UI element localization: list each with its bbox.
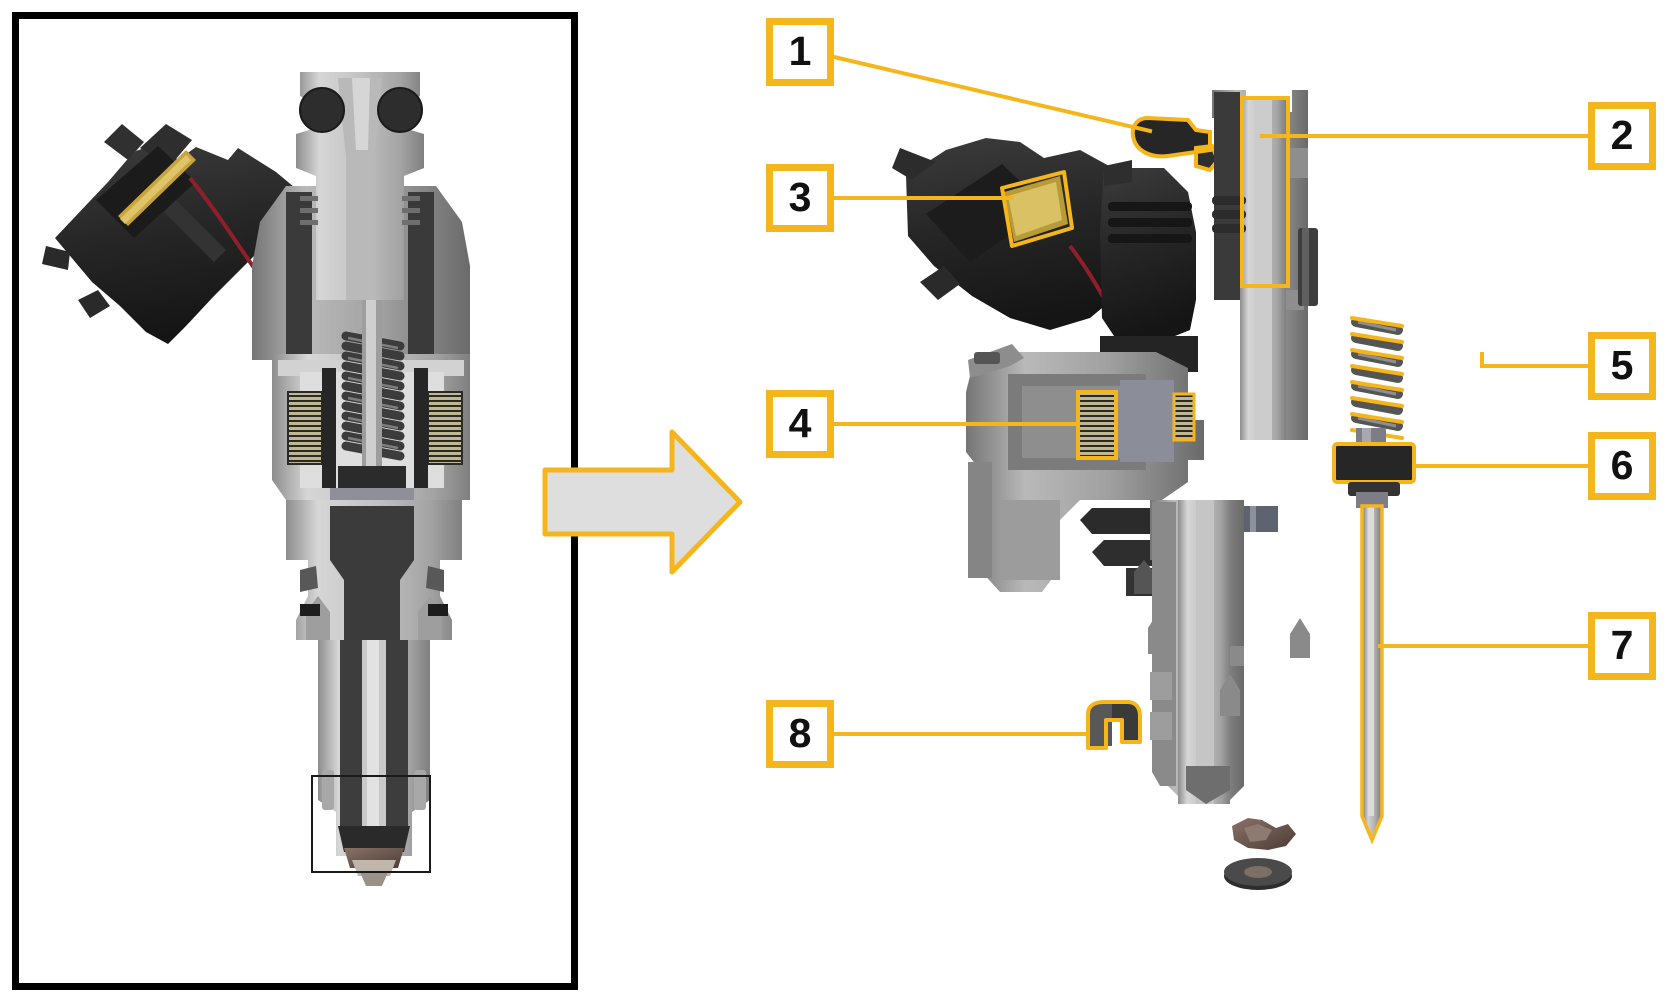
injector-housing-part bbox=[966, 344, 1204, 592]
armature-part bbox=[1332, 428, 1416, 508]
callout-box-2[interactable]: 2 bbox=[1588, 102, 1656, 170]
valve-body-part bbox=[1150, 500, 1244, 804]
exploded-artwork bbox=[892, 90, 1416, 890]
callout-number-8: 8 bbox=[788, 709, 812, 756]
callout-number-6: 6 bbox=[1610, 441, 1634, 488]
callout-box-1[interactable]: 1 bbox=[766, 18, 834, 86]
callout-number-3: 3 bbox=[788, 173, 812, 220]
callout-number-2: 2 bbox=[1610, 111, 1634, 158]
callout-box-3[interactable]: 3 bbox=[766, 164, 834, 232]
leader-line-5 bbox=[1480, 352, 1590, 368]
seat-parts bbox=[1224, 818, 1296, 890]
callout-box-4[interactable]: 4 bbox=[766, 390, 834, 458]
inlet-o-ring-part bbox=[1130, 115, 1221, 173]
guide-pins-part bbox=[1148, 612, 1310, 716]
collar-rings-part bbox=[1080, 506, 1278, 596]
retaining-clip-part bbox=[1086, 700, 1142, 750]
connector-housing-part bbox=[892, 138, 1198, 372]
callout-box-8[interactable]: 8 bbox=[766, 700, 834, 768]
callout-number-7: 7 bbox=[1610, 621, 1634, 668]
callout-box-7[interactable]: 7 bbox=[1588, 612, 1656, 680]
needle-part bbox=[1360, 504, 1384, 845]
assembled-cross-section-panel bbox=[12, 12, 578, 990]
filter-rod-part bbox=[1298, 228, 1318, 306]
callout-box-6[interactable]: 6 bbox=[1588, 432, 1656, 500]
callout-number-1: 1 bbox=[788, 27, 812, 74]
return-spring-part bbox=[1350, 316, 1404, 440]
callout-number-5: 5 bbox=[1610, 341, 1634, 388]
leader-line-1 bbox=[831, 54, 1153, 134]
inlet-tube-part bbox=[1212, 90, 1308, 440]
callout-number-4: 4 bbox=[788, 399, 812, 446]
callout-box-5[interactable]: 5 bbox=[1588, 332, 1656, 400]
